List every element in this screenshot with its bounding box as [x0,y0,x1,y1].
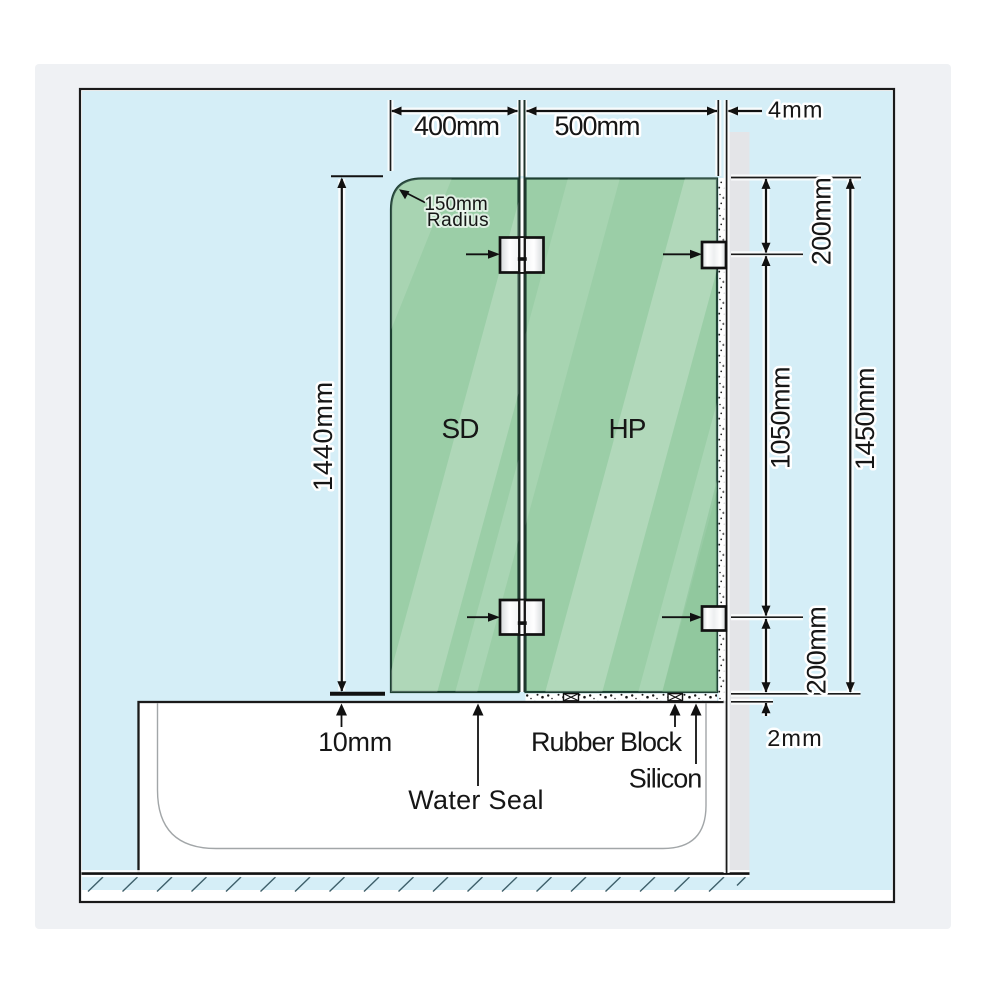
svg-text:2mm: 2mm [767,725,823,751]
svg-text:1050mm: 1050mm [766,367,796,469]
svg-text:200mm: 200mm [802,607,832,695]
svg-text:4mm: 4mm [768,96,824,122]
svg-text:SD: SD [442,413,479,444]
svg-text:150mm: 150mm [424,194,487,215]
svg-text:Water Seal: Water Seal [408,785,544,815]
svg-text:HP: HP [609,413,646,444]
svg-text:Radius: Radius [427,210,489,231]
svg-text:400mm: 400mm [414,111,499,141]
svg-text:200mm: 200mm [807,178,837,266]
svg-text:10mm: 10mm [318,727,392,757]
svg-text:Rubber Block: Rubber Block [531,727,683,757]
svg-text:500mm: 500mm [554,111,639,141]
svg-text:Silicon: Silicon [629,764,702,794]
svg-text:1440mm: 1440mm [308,381,338,491]
svg-text:1450mm: 1450mm [850,368,880,470]
